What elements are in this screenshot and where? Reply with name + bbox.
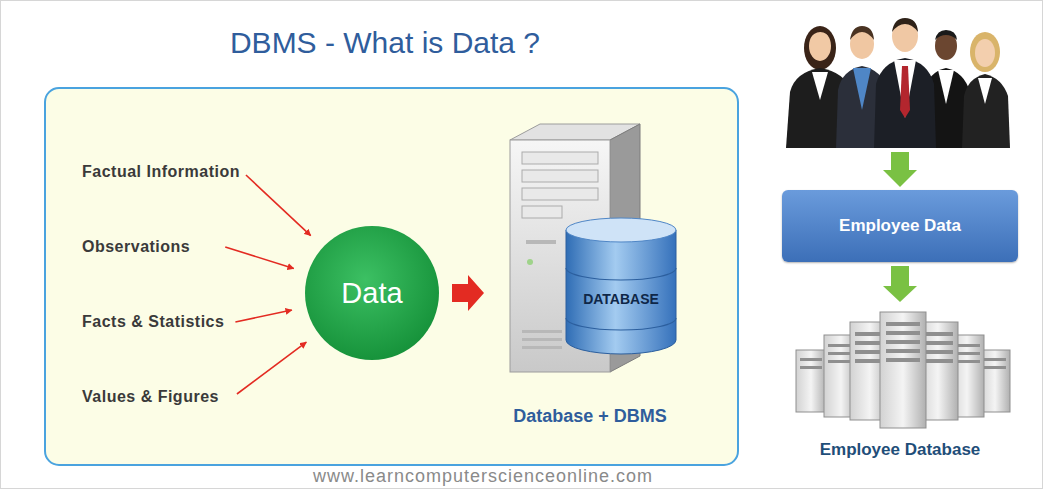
- node-text: Data: [304, 225, 440, 361]
- watermark: www.learncomputerscienceonline.com: [283, 466, 683, 487]
- people-photo: [853, 68, 871, 110]
- flow-arrow: [452, 275, 484, 311]
- server-tower: [522, 152, 598, 164]
- database-cylinder: [566, 268, 676, 280]
- people-photo: [970, 32, 1000, 72]
- server-cluster: [800, 366, 822, 369]
- people-photo: [874, 58, 936, 148]
- database-cylinder: [566, 318, 676, 330]
- server-cluster: [796, 350, 826, 412]
- server-cluster: [886, 349, 920, 353]
- data-panel: [45, 88, 738, 465]
- server-tower: [522, 206, 562, 218]
- server-cluster: [796, 312, 1010, 428]
- people-photo: [935, 30, 957, 40]
- server-cluster: [886, 322, 920, 326]
- server-tower: [527, 259, 533, 265]
- node-text: Database + DBMS: [490, 405, 690, 427]
- database-server: DATABASE Database + DBMS: [490, 118, 690, 428]
- database-cylinder: [566, 218, 676, 354]
- input-arrow: [225, 247, 293, 268]
- server-tower: [522, 170, 598, 182]
- server-cluster: [886, 331, 920, 335]
- server-tower: [522, 330, 562, 333]
- server-cluster: [886, 358, 920, 362]
- data-circle: Data: [304, 225, 440, 361]
- server-tower: [522, 346, 562, 349]
- server-cluster: [923, 341, 953, 345]
- source-text: Values & Figures: [82, 386, 219, 408]
- people-photo: [809, 31, 831, 61]
- people-photo: [978, 78, 992, 104]
- process-box: Employee Data: [782, 190, 1018, 262]
- node-text: Factual Information: [82, 161, 240, 183]
- node-text: DATABASE: [566, 290, 676, 308]
- circle-shape: [305, 226, 439, 360]
- server-cluster: [984, 358, 1006, 361]
- database-cylinder: [566, 218, 676, 242]
- node-text: Employee Data: [829, 216, 971, 236]
- people-photo: [804, 26, 836, 70]
- node-text: Observations: [82, 236, 190, 258]
- server-cluster: [800, 358, 822, 361]
- input-arrow: [246, 175, 311, 236]
- people-photo: [894, 60, 916, 118]
- server-cluster: [984, 366, 1006, 369]
- source-text: Observations: [82, 236, 190, 258]
- server-cluster: [923, 350, 953, 354]
- people-photo: [850, 26, 874, 40]
- flow-arrow: [883, 266, 917, 302]
- input-arrow: [237, 342, 306, 394]
- people-photo: [975, 39, 995, 67]
- people-photo: [892, 18, 918, 32]
- database-cluster: Employee Database: [780, 305, 1020, 475]
- people-photo: [812, 72, 828, 100]
- node-text: Values & Figures: [82, 386, 219, 408]
- node-text: Facts & Statistics: [82, 311, 224, 333]
- input-arrow: [235, 310, 291, 322]
- people-photo: [900, 66, 910, 118]
- people-photo: [938, 70, 954, 104]
- source-text: Facts & Statistics: [82, 311, 224, 333]
- diagram-title: DBMS - What is Data ?: [150, 26, 620, 60]
- server-tower: [522, 338, 562, 341]
- people-photo: [808, 30, 833, 40]
- server-tower: [522, 188, 598, 200]
- database-cylinder: [566, 230, 676, 354]
- server-cluster: [796, 350, 826, 412]
- source-text: Factual Information: [82, 161, 240, 183]
- server-cluster: [880, 312, 926, 428]
- people-photo: [786, 18, 1010, 148]
- server-cluster: [886, 340, 920, 344]
- server-tower: [526, 240, 556, 244]
- server-cluster: [923, 332, 953, 336]
- server-cluster: [880, 312, 926, 428]
- node-text: Employee Database: [780, 440, 1020, 460]
- flow-arrow: [883, 152, 917, 187]
- server-cluster: [923, 359, 953, 363]
- people-photo: [962, 74, 1010, 148]
